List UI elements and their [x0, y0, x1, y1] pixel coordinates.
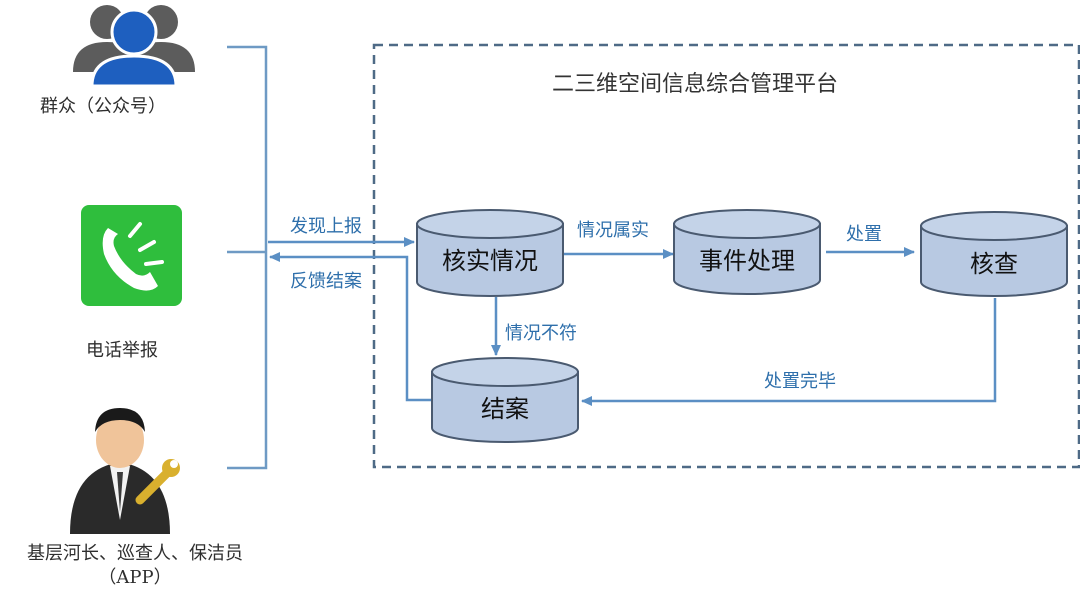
node-close-label: 结案: [481, 395, 529, 423]
flow-label-report: 发现上报: [290, 216, 362, 237]
flow-label-mismatch: 情况不符: [505, 323, 577, 344]
platform-title: 二三维空间信息综合管理平台: [552, 72, 839, 97]
node-close: [431, 357, 579, 443]
source-label-inspector: 基层河长、巡查人、保洁员 （APP）: [0, 543, 270, 589]
source-label-public: 群众（公众号）: [40, 96, 166, 117]
node-process: [673, 209, 821, 295]
node-verify: [416, 209, 564, 297]
phone-call-icon: [81, 205, 182, 306]
flow-label-disposed: 处置完毕: [764, 371, 836, 392]
disposed-arrow: [581, 298, 997, 406]
source-label-inspector-line2: （APP）: [98, 567, 172, 588]
node-check: [920, 211, 1068, 297]
node-check-label: 核查: [970, 250, 1018, 278]
inspector-person-icon: [70, 408, 180, 534]
node-verify-label: 核实情况: [442, 247, 538, 275]
flow-label-feedback: 反馈结案: [290, 271, 362, 292]
node-process-label: 事件处理: [699, 247, 795, 275]
flow-label-confirmed: 情况属实: [577, 220, 649, 241]
source-label-inspector-line1: 基层河长、巡查人、保洁员: [27, 543, 243, 564]
source-bracket: [227, 45, 268, 470]
feedback-arrow: [269, 252, 432, 402]
flow-label-dispose: 处置: [846, 224, 882, 245]
source-label-phone: 电话举报: [86, 340, 158, 361]
group-users-icon: [73, 5, 195, 88]
